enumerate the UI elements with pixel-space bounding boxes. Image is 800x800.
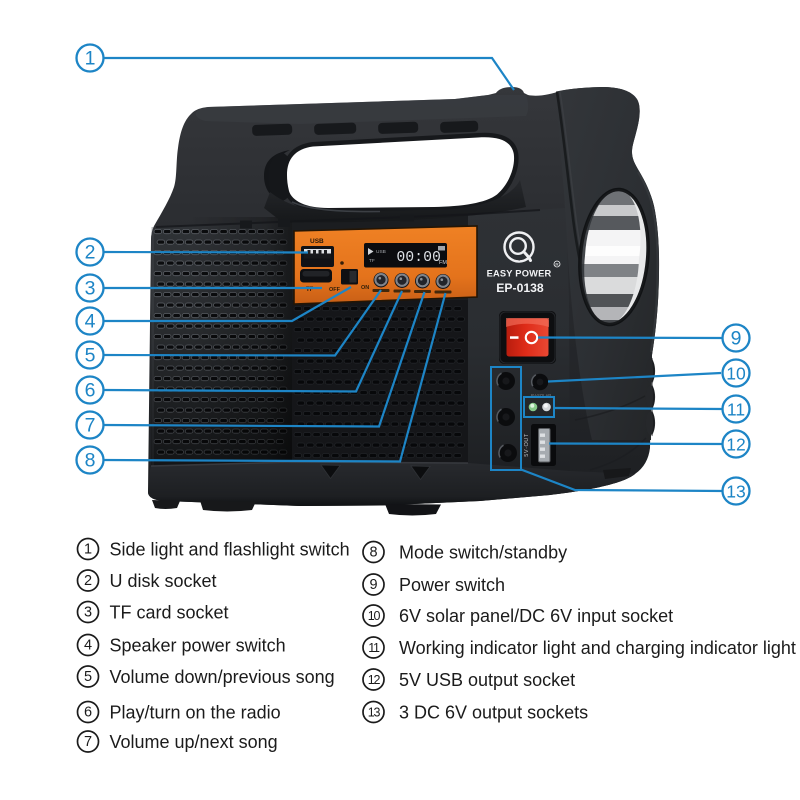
svg-text:Power switch: Power switch <box>399 575 505 595</box>
svg-text:Working indicator light and ch: Working indicator light and charging ind… <box>399 638 796 658</box>
svg-text:Volume up/next song: Volume up/next song <box>110 732 278 752</box>
svg-text:TF card socket: TF card socket <box>110 603 229 623</box>
svg-text:3: 3 <box>84 605 92 621</box>
svg-text:U disk socket: U disk socket <box>110 571 217 591</box>
svg-text:12: 12 <box>726 435 745 455</box>
svg-text:8: 8 <box>369 545 377 561</box>
svg-text:4: 4 <box>85 311 96 333</box>
svg-text:12: 12 <box>368 673 381 687</box>
svg-text:13: 13 <box>368 706 381 720</box>
svg-text:ON: ON <box>361 285 369 291</box>
svg-text:10: 10 <box>726 364 746 384</box>
svg-text:2: 2 <box>85 242 96 264</box>
svg-text:EASY POWER: EASY POWER <box>487 269 552 279</box>
svg-text:2: 2 <box>84 573 92 589</box>
svg-text:00:00: 00:00 <box>396 250 441 266</box>
svg-text:5: 5 <box>84 669 92 685</box>
svg-text:Side light and flashlight swit: Side light and flashlight switch <box>110 540 350 560</box>
svg-text:4: 4 <box>84 638 92 654</box>
svg-text:1: 1 <box>84 542 92 558</box>
svg-text:FM: FM <box>439 260 447 266</box>
svg-text:6V-SOLAR: 6V-SOLAR <box>531 393 551 398</box>
svg-text:USB: USB <box>310 238 324 245</box>
svg-text:3 DC 6V output sockets: 3 DC 6V output sockets <box>399 703 588 723</box>
svg-text:3: 3 <box>85 278 96 300</box>
svg-text:TF: TF <box>306 287 314 293</box>
svg-text:11: 11 <box>727 400 745 420</box>
svg-text:6: 6 <box>85 380 96 402</box>
svg-text:9: 9 <box>731 328 742 350</box>
svg-text:7: 7 <box>84 734 92 750</box>
svg-text:7: 7 <box>85 415 96 437</box>
svg-text:10: 10 <box>368 609 381 623</box>
svg-text:Mode switch/standby: Mode switch/standby <box>399 543 567 563</box>
svg-text:R: R <box>555 262 559 267</box>
svg-text:6: 6 <box>84 705 92 721</box>
svg-text:TF: TF <box>369 258 375 264</box>
svg-text:8: 8 <box>85 450 96 472</box>
svg-text:11: 11 <box>368 641 380 655</box>
svg-text:6V solar panel/DC 6V input soc: 6V solar panel/DC 6V input socket <box>399 606 673 626</box>
svg-text:13: 13 <box>726 482 745 502</box>
svg-text:Speaker power switch: Speaker power switch <box>110 636 286 656</box>
svg-text:5V·OUT: 5V·OUT <box>524 433 530 457</box>
svg-text:USB: USB <box>376 249 386 255</box>
svg-text:Volume down/previous song: Volume down/previous song <box>110 667 335 687</box>
svg-text:5: 5 <box>85 345 96 367</box>
svg-text:OFF: OFF <box>329 287 341 293</box>
svg-text:9: 9 <box>369 577 377 593</box>
svg-text:EP-0138: EP-0138 <box>496 281 544 295</box>
svg-text:1: 1 <box>85 48 96 70</box>
svg-text:5V USB output socket: 5V USB output socket <box>399 670 575 690</box>
svg-text:Play/turn on the radio: Play/turn on the radio <box>110 703 281 723</box>
